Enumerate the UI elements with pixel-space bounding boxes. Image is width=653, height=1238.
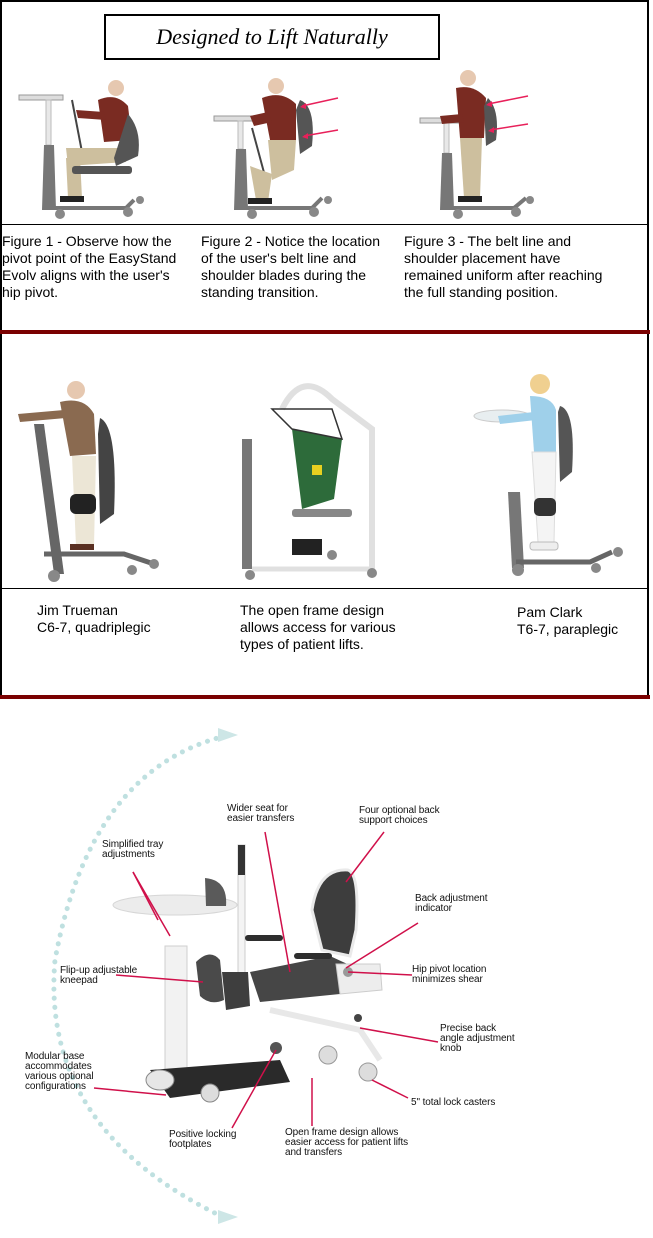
divider [2,588,647,589]
callout-lines [93,831,439,1129]
pam-clark-photo [473,374,623,576]
label-kneepad: Flip-up adjustable kneepad [60,966,137,986]
label-open-frame: Open frame design allows easier access f… [285,1128,408,1158]
figure-1-photo [18,80,144,219]
label-back-support: Four optional back support choices [359,805,440,826]
label-line: Four optional back [359,805,440,816]
label-line: kneepad [60,975,98,986]
page-title: Designed to Lift Naturally [156,24,388,49]
label-wider-seat: Wider seat for easier transfers [227,804,294,824]
label-line: and transfers [285,1147,343,1158]
label-line: Simplified tray [102,839,164,850]
label-line: Precise back [440,1023,497,1034]
jim-trueman-photo [18,381,159,582]
label-line: knob [440,1043,462,1054]
divider [2,224,647,225]
label-line: adjustments [102,849,155,860]
caption-line: shoulder blades during the [201,267,367,283]
label-line: minimizes shear [412,974,483,985]
user-name: Pam Clark [517,604,583,620]
label-tray: Simplified tray adjustments [102,840,163,860]
label-line: Back adjustment [415,893,488,904]
user-condition: T6-7, paraplegic [517,621,619,637]
caption-line: of the user's belt line and [201,250,357,266]
title-box: Designed to Lift Naturally [104,14,440,60]
label-line: footplates [169,1139,212,1150]
caption-line: remained uniform after reaching [404,267,603,283]
jim-trueman-caption: Jim Trueman C6-7, quadriplegic [37,602,207,636]
label-line: easier access for patient lifts [285,1137,409,1148]
label-line: 5" total lock casters [411,1097,496,1108]
caption-line: Figure 2 - Notice the location [201,233,380,249]
label-line: angle adjustment [440,1033,515,1044]
users-panel: Jim Trueman C6-7, quadriplegic The open … [0,334,649,696]
label-line: easier transfers [227,813,295,824]
label-modular-base: Modular base accommodates various option… [25,1051,94,1092]
arc-arrowhead-bottom [218,1210,238,1224]
caption-line: pivot point of the EasyStand [2,250,177,266]
label-line: Flip-up adjustable [60,965,138,976]
caption-line: hip pivot. [2,284,59,300]
pam-clark-caption: Pam Clark T6-7, paraplegic [517,604,647,638]
label-line: accommodates [25,1061,92,1072]
label-line: indicator [415,903,452,914]
user-name: Jim Trueman [37,602,118,618]
figure-3-caption: Figure 3 - The belt line and shoulder pl… [404,233,624,301]
label-footplates: Positive locking footplates [169,1130,236,1150]
label-line: Positive locking [169,1129,237,1140]
label-line: configurations [25,1081,86,1092]
caption-line: standing transition. [201,284,319,300]
caption-line: allows access for various [240,619,396,635]
label-line: support choices [359,815,428,826]
label-line: Modular base [25,1051,85,1062]
caption-line: Figure 3 - The belt line and [404,233,572,249]
user-condition: C6-7, quadriplegic [37,619,151,635]
caption-line: the full standing position. [404,284,559,300]
caption-line: types of patient lifts. [240,636,364,652]
label-line: various optional [25,1071,94,1082]
label-line: Hip pivot location [412,964,487,975]
caption-line: Figure 1 - Observe how the [2,233,172,249]
figure-2-photo [213,78,339,219]
label-precise-knob: Precise back angle adjustment knob [440,1024,515,1054]
diagram-art [51,728,439,1224]
label-line: Wider seat for [227,803,288,814]
label-casters: 5" total lock casters [411,1098,495,1108]
figure-2-caption: Figure 2 - Notice the location of the us… [201,233,401,301]
patient-lift-photo [242,383,377,580]
rotation-arc [51,733,228,1221]
arrow-shoulder [301,97,339,107]
arc-arrowhead-top [218,728,238,742]
section-rule [0,695,650,699]
arrow-belt [303,129,339,137]
caption-line: The open frame design [240,602,384,618]
section-rule [0,330,650,334]
feature-diagram: Wider seat for easier transfers Four opt… [0,710,653,1238]
figure-1-caption: Figure 1 - Observe how the pivot point o… [2,233,192,301]
label-line: Open frame design allows [285,1127,399,1138]
caption-line: Evolv aligns with the user's [2,267,170,283]
label-back-indicator: Back adjustment indicator [415,893,488,914]
lift-sequence-panel: Designed to Lift Naturally [0,0,649,330]
label-hip-pivot: Hip pivot location minimizes shear [412,965,486,985]
figure-3-photo [419,70,534,219]
caption-line: shoulder placement have [404,250,561,266]
open-frame-caption: The open frame design allows access for … [240,602,440,653]
